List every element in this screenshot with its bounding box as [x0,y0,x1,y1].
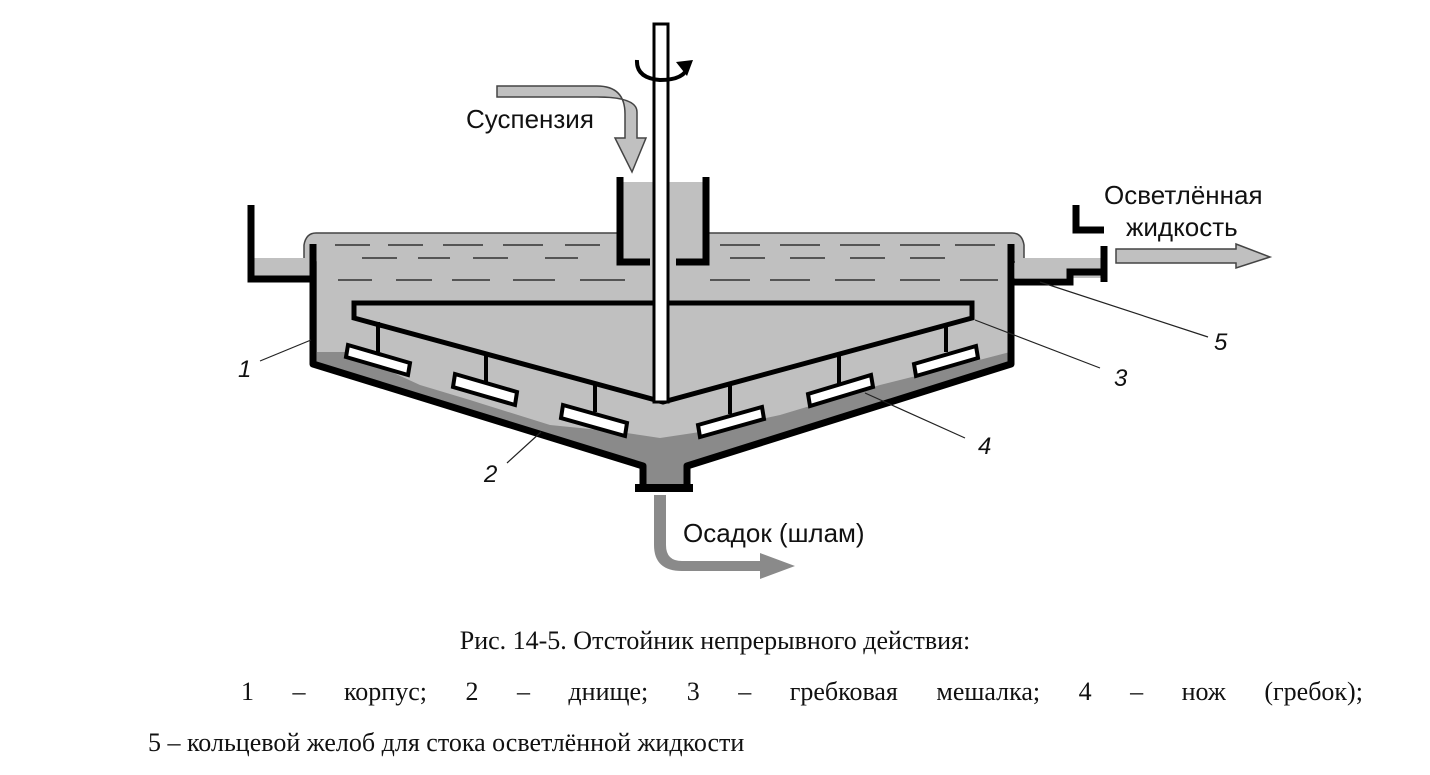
rotation-arrow-icon [634,59,693,83]
legend-token: днище; [568,677,649,706]
settler-diagram: Суспензия Осветлённая жидкость Осадок (ш… [238,22,1273,579]
sludge-label: Осадок (шлам) [683,518,865,548]
liquid-surface-waves [335,244,998,281]
figure-legend-line2: 5 – кольцевой желоб для стока осветлённо… [148,728,745,757]
sludge-layer [316,352,1010,490]
arrow-right-icon [1115,242,1273,270]
inlet-label: Суспензия [466,104,594,134]
callout-1: 1 [238,356,251,383]
legend-token: – [292,677,306,706]
legend-token: 1 [241,677,254,706]
blade [695,404,767,440]
housing-wall [309,244,1015,488]
blade [805,372,876,409]
blade [343,342,413,378]
left-trough-liquid [252,258,310,278]
blade [911,343,981,379]
figure-caption-title: Рис. 14-5. Отстойник непрерывного действ… [459,626,971,655]
legend-token: – [738,677,752,706]
figure-legend-line1: 1 – корпус; 2 – днище; 3 – гребковая меш… [241,677,1363,707]
legend-token: 2 [465,677,479,706]
left-overflow-trough [247,205,313,283]
blade [558,402,630,439]
legend-token: нож [1181,677,1226,706]
legend-token: корпус; [343,677,427,706]
sludge-arrow-icon [654,495,795,579]
arrow-down-icon [496,85,648,174]
callout-5: 5 [1214,329,1228,356]
agitator-shaft [652,22,670,404]
blade [450,371,520,408]
legend-token: – [1130,677,1144,706]
legend-token: – [516,677,530,706]
legend-token: мешалка; [936,677,1041,706]
callout-3: 3 [1114,365,1128,392]
legend-token: 4 [1078,677,1092,706]
rake-blades [343,342,981,440]
rake-hangers [376,322,948,414]
outlet-label-line2: жидкость [1126,212,1238,242]
callout-leaders [259,281,1209,464]
legend-token: гребковая [789,677,898,706]
sludge-outlet-flange [635,484,693,492]
feed-well [616,177,710,266]
callout-4: 4 [978,433,991,460]
legend-token: (гребок); [1264,677,1363,706]
legend-token: 3 [686,677,700,706]
outlet-label-line1: Осветлённая [1104,180,1263,210]
callout-2: 2 [483,461,497,488]
